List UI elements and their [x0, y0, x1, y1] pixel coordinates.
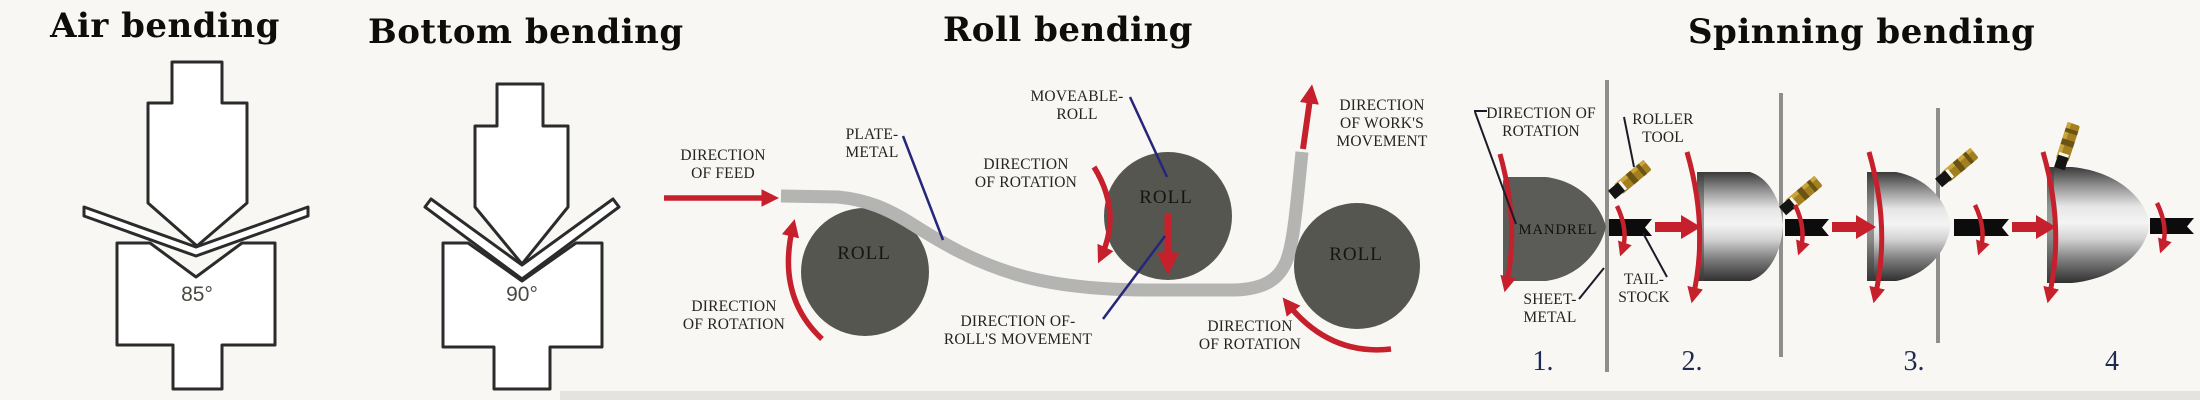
rotation-arc-roll-3 [1282, 297, 1392, 353]
section-title-spinning-bending: Spinning bending [1688, 12, 2036, 52]
bottom-strip [560, 391, 2200, 400]
roll-1 [801, 208, 929, 336]
rotation-arc-roll-2 [1091, 165, 1114, 264]
mandrel-shape [1503, 177, 1606, 281]
section-title-roll-bending: Roll bending [943, 10, 1193, 50]
roller-tool-icon-4 [2053, 121, 2081, 171]
roll-3-label: ROLL [1329, 244, 1383, 265]
spun-cone-stage-2 [1697, 172, 1783, 281]
bottom-sheet [423, 197, 621, 281]
roll-2-label: ROLL [1139, 187, 1193, 208]
label-sheet-metal: SHEET- METAL [1523, 291, 1577, 326]
small-arc-stage-3 [1972, 204, 1990, 256]
mandrel-label: MANDREL [1519, 222, 1598, 238]
small-arc-stage-1 [1614, 205, 1632, 257]
works-movement-arrow [1299, 84, 1319, 150]
roller-tool-icon-3 [1934, 147, 1979, 188]
advance-arrow-1-2 [1655, 215, 1701, 239]
label-direction-of-feed: DIRECTION OF FEED [680, 147, 766, 182]
bottom-die [441, 241, 604, 391]
rotation-arc-stage-4 [2040, 151, 2059, 304]
sheet-disc-stage-1 [1605, 80, 1609, 372]
bottom-punch [473, 82, 570, 266]
bottom-bending-diagram [423, 82, 621, 391]
rotation-label-connector [1474, 110, 1517, 225]
label-rotation-roll-1: DIRECTION OF ROTATION [682, 298, 786, 333]
plate-metal-connector [901, 135, 945, 241]
air-punch [146, 60, 249, 248]
rolls-movement-connector [1101, 235, 1167, 320]
tail-stock-bar-4 [2150, 218, 2194, 234]
label-roller-tool: ROLLER TOOL [1632, 111, 1694, 146]
stage-number-1: 1. [1532, 346, 1554, 377]
air-bending-diagram [82, 60, 310, 391]
roller-tool-icon-1 [1607, 159, 1652, 200]
bottom-bend-angle: 90° [506, 283, 538, 306]
label-moveable-roll: MOVEABLE- ROLL [1030, 88, 1124, 123]
moveable-roll-connector [1128, 96, 1169, 178]
tail-stock-bar-1 [1609, 219, 1652, 236]
label-rolls-movement: DIRECTION OF- ROLL'S MOVEMENT [943, 313, 1093, 348]
spinning-bending-diagram: MANDREL [1474, 80, 2194, 372]
roll-3 [1294, 203, 1420, 329]
roll-bending-diagram: ROLL ROLL ROLL [664, 84, 1420, 353]
spun-cone-stage-3 [1867, 172, 1950, 281]
spun-dome-stage-4 [2047, 167, 2149, 283]
rotation-arc-roll-1 [781, 219, 824, 342]
label-spin-direction-of-rotation: DIRECTION OF ROTATION [1486, 105, 1596, 140]
tail-stock-connector [1642, 232, 1668, 278]
label-tail-stock: TAIL- STOCK [1618, 271, 1670, 306]
stage-number-4: 4 [2105, 346, 2119, 377]
air-sheet [82, 205, 310, 258]
section-title-bottom-bending: Bottom bending [368, 12, 684, 52]
roll-1-label: ROLL [837, 243, 891, 264]
small-arc-stage-4 [2154, 202, 2172, 254]
label-rotation-roll-2: DIRECTION OF ROTATION [974, 156, 1078, 191]
roller-tool-icon-2 [1778, 175, 1823, 216]
label-plate-metal: PLATE- METAL [845, 126, 899, 161]
tail-stock-bar-2 [1785, 219, 1829, 236]
small-arc-stage-2 [1792, 204, 1810, 256]
sheet-metal-connector [1578, 267, 1605, 300]
label-rotation-roll-3: DIRECTION OF ROTATION [1198, 318, 1302, 353]
plate-metal-sheet [780, 151, 1309, 297]
roller-tool-connector [1623, 116, 1635, 168]
label-works-movement: DIRECTION OF WORK'S MOVEMENT [1336, 97, 1428, 150]
stage-number-2: 2. [1681, 346, 1703, 377]
rotation-arc-stage-3 [1866, 151, 1885, 304]
stage-number-3: 3. [1903, 346, 1925, 377]
advance-arrow-2-3 [1832, 215, 1876, 239]
section-title-air-bending: Air bending [50, 6, 280, 46]
rotation-arc-stage-1 [1497, 153, 1516, 293]
air-bend-angle: 85° [181, 283, 213, 306]
air-die [115, 241, 277, 391]
advance-arrow-3-4 [2012, 215, 2056, 239]
